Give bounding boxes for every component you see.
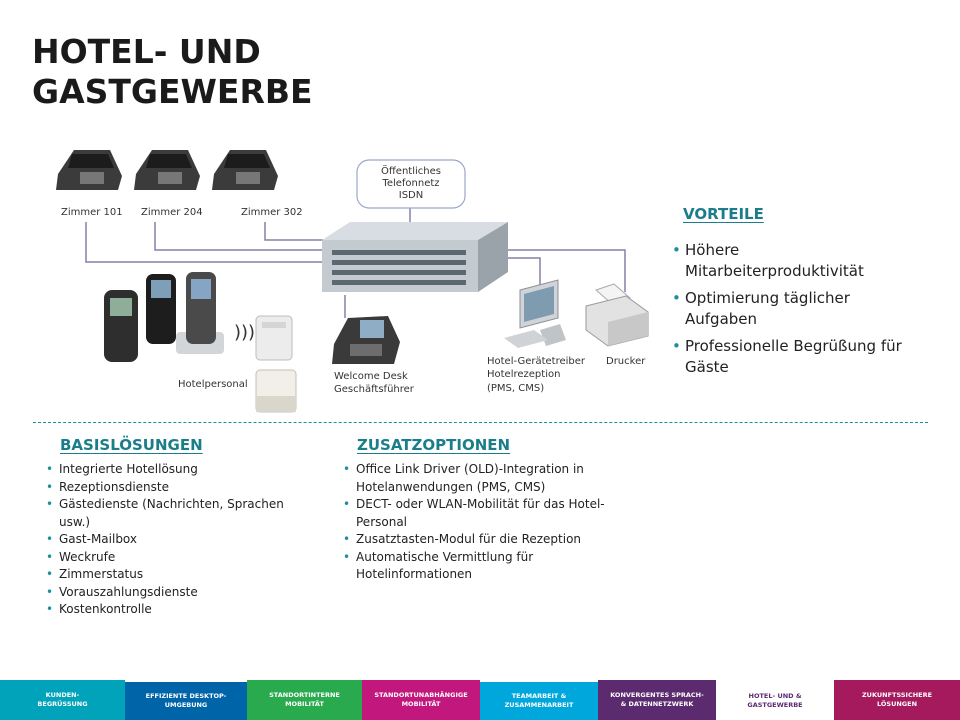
nav-tab-label: TEAMARBEIT &ZUSAMMENARBEIT [504,692,574,709]
label-zimmer-204: Zimmer 204 [141,207,203,218]
wireless-signal-icon: ))) [234,322,255,343]
desk-phone-icon [56,150,122,190]
driver-line1: Hotel-Gerätetreiber [487,356,586,367]
list-item: Höhere Mitarbeiterproduktivität [672,240,912,282]
bottom-nav: KUNDEN-BEGRÜSSUNG EFFIZIENTE DESKTOP-UMG… [0,680,960,720]
mobile-handset-icon [176,272,224,354]
desk-phone-icon [332,316,400,364]
list-item: DECT- oder WLAN-Mobilität für das Hotel-… [343,496,613,531]
access-point-icon [255,315,293,361]
welcome-desk-line2: Geschäftsführer [334,384,415,395]
list-item: Kostenkontrolle [46,601,306,619]
nav-tab-label: EFFIZIENTE DESKTOP-UMGEBUNG [145,692,227,709]
nav-tab-konvergentes-netzwerk[interactable]: KONVERGENTES SPRACH-& DATENNETZWERK [598,680,716,720]
desk-phone-icon [212,150,278,190]
list-item: Automatische Vermittlung für Hotelinform… [343,549,613,584]
label-hotel-staff: Hotelpersonal [178,379,248,390]
label-zimmer-101: Zimmer 101 [61,207,123,218]
list-item: Professionelle Begrüßung für Gäste [672,336,912,378]
mobile-handset-icon [104,290,138,362]
vorteile-list: Höhere Mitarbeiterproduktivität Optimier… [672,240,912,384]
welcome-desk-line1: Welcome Desk [334,371,408,382]
page-title: HOTEL- UND GASTGEWERBE [32,32,313,112]
nav-tab-label: KONVERGENTES SPRACH-& DATENNETZWERK [610,691,704,708]
line-zimmer-101 [85,222,325,263]
connection-lines [85,208,626,318]
network-box [356,159,466,209]
page-title-line1: HOTEL- UND [32,32,261,71]
list-item: Gast-Mailbox [46,531,306,549]
line-zimmer-204 [154,222,325,251]
nav-tab-kunden-begruessung[interactable]: KUNDEN-BEGRÜSSUNG [0,680,125,720]
list-item: Integrierte Hotellösung [46,461,306,479]
network-line2: Telefonnetz [381,178,439,189]
network-diagram: Zimmer 101 Zimmer 204 Zimmer 302 Öffentl… [56,150,649,413]
section-divider [33,422,928,423]
list-item: Gästedienste (Nachrichten, Sprachen usw.… [46,496,306,531]
list-item: Zimmerstatus [46,566,306,584]
list-item: Office Link Driver (OLD)-Integration in … [343,461,613,496]
page-title-line2: GASTGEWERBE [32,72,313,111]
line-driver [505,257,541,285]
list-item: Optimierung täglicher Aufgaben [672,288,912,330]
driver-line2: Hotelrezeption [487,369,560,380]
computer-icon [504,279,566,348]
line-printer [505,249,626,292]
label-printer: Drucker [606,356,646,367]
vorteile-heading: VORTEILE [683,205,764,223]
network-line3: ISDN [399,190,423,201]
nav-tab-effiziente-desktop-umgebung[interactable]: EFFIZIENTE DESKTOP-UMGEBUNG [125,682,247,720]
network-line1: Öffentliches [381,164,441,177]
list-item: Zusatztasten-Modul für die Rezeption [343,531,613,549]
nav-tab-label: KUNDEN-BEGRÜSSUNG [37,691,88,708]
list-item: Rezeptionsdienste [46,479,306,497]
pbx-server-icon [322,222,508,292]
basis-heading: BASISLÖSUNGEN [60,436,203,454]
mobile-handset-icon [146,274,176,344]
basis-list: Integrierte Hotellösung Rezeptionsdienst… [46,461,306,619]
driver-line3: (PMS, CMS) [487,383,544,394]
nav-tab-label: HOTEL- UND &GASTGEWERBE [747,692,803,709]
base-station-icon [255,369,297,413]
zusatz-heading: ZUSATZOPTIONEN [357,436,511,454]
desk-phone-icon [134,150,200,190]
nav-tab-teamarbeit[interactable]: TEAMARBEIT &ZUSAMMENARBEIT [480,682,598,720]
label-zimmer-302: Zimmer 302 [241,207,303,218]
line-zimmer-302 [264,222,325,241]
printer-icon [585,283,649,347]
list-item: Vorauszahlungsdienste [46,584,306,602]
list-item: Weckrufe [46,549,306,567]
zusatz-list: Office Link Driver (OLD)-Integration in … [343,461,613,584]
nav-tab-hotel-gastgewerbe[interactable]: HOTEL- UND &GASTGEWERBE [716,682,834,720]
